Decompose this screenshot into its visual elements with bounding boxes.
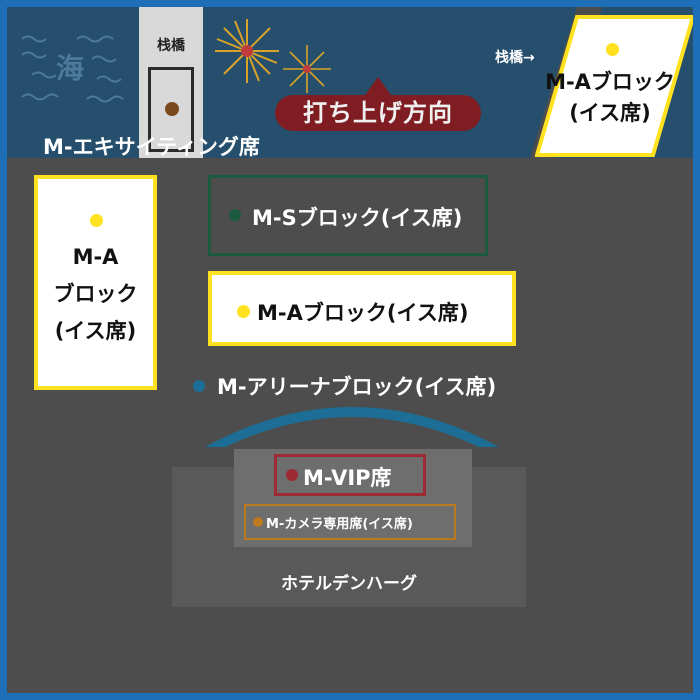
firework-icon bbox=[215, 19, 331, 93]
exciting-seats-label: M-エキサイティング席 bbox=[43, 135, 260, 159]
m-s-block-label: M-Sブロック(イス席) bbox=[252, 206, 463, 230]
m-a-block-left[interactable] bbox=[34, 175, 157, 390]
m-vip-block-label: M-VIP席 bbox=[303, 466, 392, 490]
m-arena-block-label[interactable]: M-アリーナブロック(イス席) bbox=[217, 375, 497, 399]
seat-dot-icon bbox=[253, 517, 263, 527]
m-a-block-left-line1: M-A bbox=[72, 245, 119, 269]
launch-direction-label: 打ち上げ方向 bbox=[303, 99, 453, 127]
seat-dot-icon bbox=[193, 380, 205, 392]
m-a-block-right[interactable] bbox=[535, 15, 695, 157]
seat-dot-icon bbox=[606, 43, 619, 56]
seat-dot-icon bbox=[90, 214, 103, 227]
m-a-block-left-line2: ブロック bbox=[53, 282, 138, 306]
m-a-block-right-label: M-Aブロック (イス席) bbox=[535, 67, 685, 129]
m-a-block-center-label: M-Aブロック(イス席) bbox=[257, 301, 469, 325]
m-a-block-right-line2: (イス席) bbox=[569, 101, 651, 125]
hotel-label: ホテルデンハーグ bbox=[281, 574, 417, 594]
m-camera-block-label: M-カメラ専用席(イス席) bbox=[266, 517, 413, 532]
wave-icon bbox=[21, 35, 124, 103]
m-a-block-right-line1: M-Aブロック bbox=[545, 70, 675, 94]
hotel-courtyard bbox=[234, 449, 472, 547]
pier-label: 栈橋 bbox=[157, 38, 185, 54]
m-a-block-center[interactable] bbox=[208, 271, 516, 346]
up-arrow-icon bbox=[365, 77, 391, 95]
m-s-block[interactable] bbox=[208, 175, 488, 256]
m-vip-block[interactable] bbox=[274, 454, 426, 496]
m-arena-block[interactable] bbox=[197, 392, 507, 452]
pier-label-right: 栈橋→ bbox=[495, 50, 535, 66]
sea-label: 海 bbox=[56, 52, 85, 85]
launch-direction-banner bbox=[275, 77, 481, 131]
m-a-block-left-label: M-A ブロック (イス席) bbox=[34, 239, 157, 350]
seat-dot-icon bbox=[237, 305, 250, 318]
seat-dot-icon bbox=[229, 209, 241, 221]
seat-dot-icon bbox=[286, 469, 298, 481]
m-a-block-left-line3: (イス席) bbox=[54, 319, 137, 343]
pier-marker bbox=[165, 102, 179, 116]
m-camera-block[interactable] bbox=[244, 504, 456, 540]
